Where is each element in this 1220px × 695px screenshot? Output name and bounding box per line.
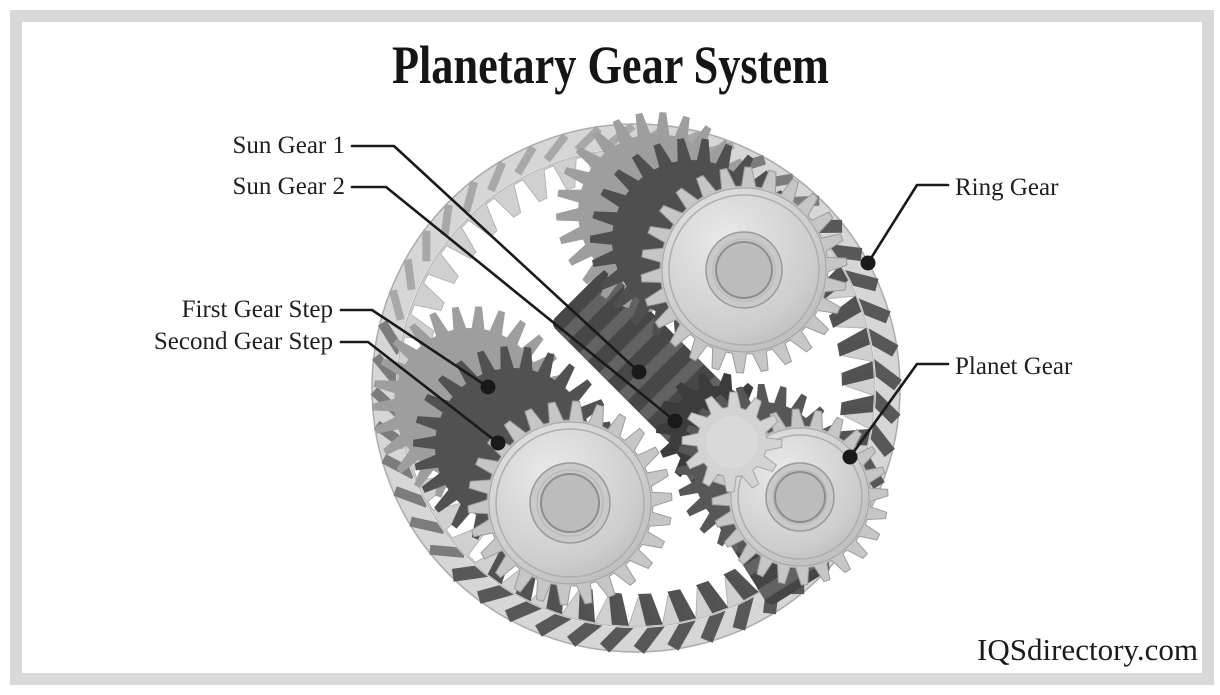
callout-label-sun-gear-1: Sun Gear 1 xyxy=(232,132,345,159)
stepped-planet-gear-graphic xyxy=(372,306,673,606)
callout-leader-ring-gear xyxy=(860,183,950,271)
callout-leader-second-gear-step xyxy=(339,340,506,451)
callout-label-first-gear-step: First Gear Step xyxy=(181,296,333,323)
callout-leader-sun-gear-2 xyxy=(350,185,683,429)
callout-label-planet-gear: Planet Gear xyxy=(955,353,1073,380)
callout-label-sun-gear-2: Sun Gear 2 xyxy=(232,173,345,200)
sun-gear-graphic xyxy=(681,391,783,493)
planet-gear-top-graphic xyxy=(556,112,848,374)
callout-leader-sun-gear-1 xyxy=(350,144,647,380)
callout-label-ring-gear: Ring Gear xyxy=(955,174,1059,201)
callout-leader-planet-gear xyxy=(842,362,950,465)
page-title: Planetary Gear System xyxy=(0,34,1220,96)
callout-label-second-gear-step: Second Gear Step xyxy=(153,328,333,355)
callout-leader-first-gear-step xyxy=(339,308,496,395)
page-title-text: Planetary Gear System xyxy=(391,35,829,95)
watermark: IQSdirectory.com xyxy=(977,632,1198,667)
